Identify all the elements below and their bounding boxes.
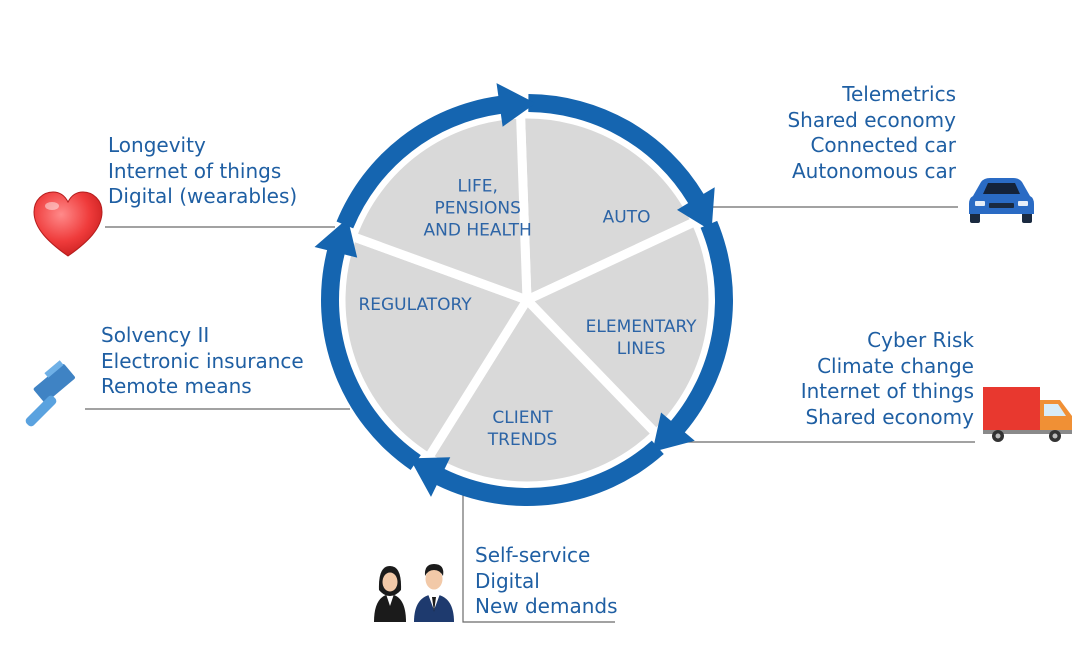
callout-client: Self-service Digital New demands: [475, 543, 618, 620]
connector-client: [462, 488, 615, 623]
heart-icon: [33, 191, 103, 257]
people-icon: [374, 564, 454, 622]
segment-pie: [336, 109, 718, 491]
callout-elementary: Cyber Risk Climate change Internet of th…: [801, 328, 974, 430]
segment-label-line: LIFE,: [457, 176, 497, 196]
segment-label-line: CLIENT: [492, 408, 553, 428]
ring-arrow-elementary: [652, 220, 734, 453]
segment-life: [347, 109, 532, 305]
segment-label-line: ELEMENTARY: [586, 317, 697, 337]
callout-regulatory: Solvency II Electronic insurance Remote …: [101, 323, 304, 400]
cycle-ring: [314, 83, 734, 507]
segment-label-auto: AUTO: [603, 207, 651, 227]
gavel-icon: [25, 360, 75, 427]
callout-regulatory-item: Remote means: [101, 374, 252, 398]
callout-auto-item: Shared economy: [787, 107, 956, 132]
segment-label-line: REGULATORY: [358, 295, 472, 315]
callout-life: Longevity Internet of things Digital (we…: [108, 133, 297, 210]
callout-life-item: Longevity: [108, 133, 206, 157]
callout-auto: Telemetrics Shared economy Connected car…: [787, 82, 956, 184]
callout-auto-item: Autonomous car: [792, 158, 956, 183]
callout-regulatory-item: Electronic insurance: [101, 348, 304, 373]
callout-elementary-item: Cyber Risk: [867, 328, 974, 352]
segment-label-line: TRENDS: [487, 430, 558, 450]
ring-arrow-auto: [528, 94, 715, 232]
callout-elementary-item: Shared economy: [805, 404, 974, 429]
callout-client-item: New demands: [475, 594, 618, 618]
segment-regulatory: [336, 231, 532, 463]
callout-life-item: Digital (wearables): [108, 184, 298, 208]
callout-client-item: Self-service: [475, 543, 591, 567]
segment-elementary: [522, 216, 718, 439]
connector-lines: [85, 206, 975, 623]
segment-auto: [516, 109, 701, 305]
truck-icon: [983, 387, 1072, 442]
callout-elementary-item: Internet of things: [800, 379, 974, 403]
segment-label-line: AUTO: [603, 207, 651, 227]
callout-life-item: Internet of things: [108, 158, 282, 183]
segment-label-regulatory: REGULATORY: [358, 295, 472, 315]
ring-arrow-life: [336, 83, 536, 229]
callout-elementary-item: Climate change: [817, 353, 974, 378]
car-icon: [969, 178, 1034, 223]
callout-regulatory-item: Solvency II: [101, 323, 210, 347]
segment-label-line: AND HEALTH: [424, 220, 532, 240]
callout-client-item: Digital: [475, 568, 540, 593]
callout-auto-item: Connected car: [810, 133, 956, 157]
ring-arrow-client: [409, 440, 664, 507]
segment-client: [423, 295, 661, 491]
ring-arrow-regulatory: [314, 218, 421, 470]
callout-auto-item: Telemetrics: [842, 82, 956, 106]
segment-label-line: PENSIONS: [435, 198, 521, 218]
segment-label-line: LINES: [617, 339, 666, 359]
